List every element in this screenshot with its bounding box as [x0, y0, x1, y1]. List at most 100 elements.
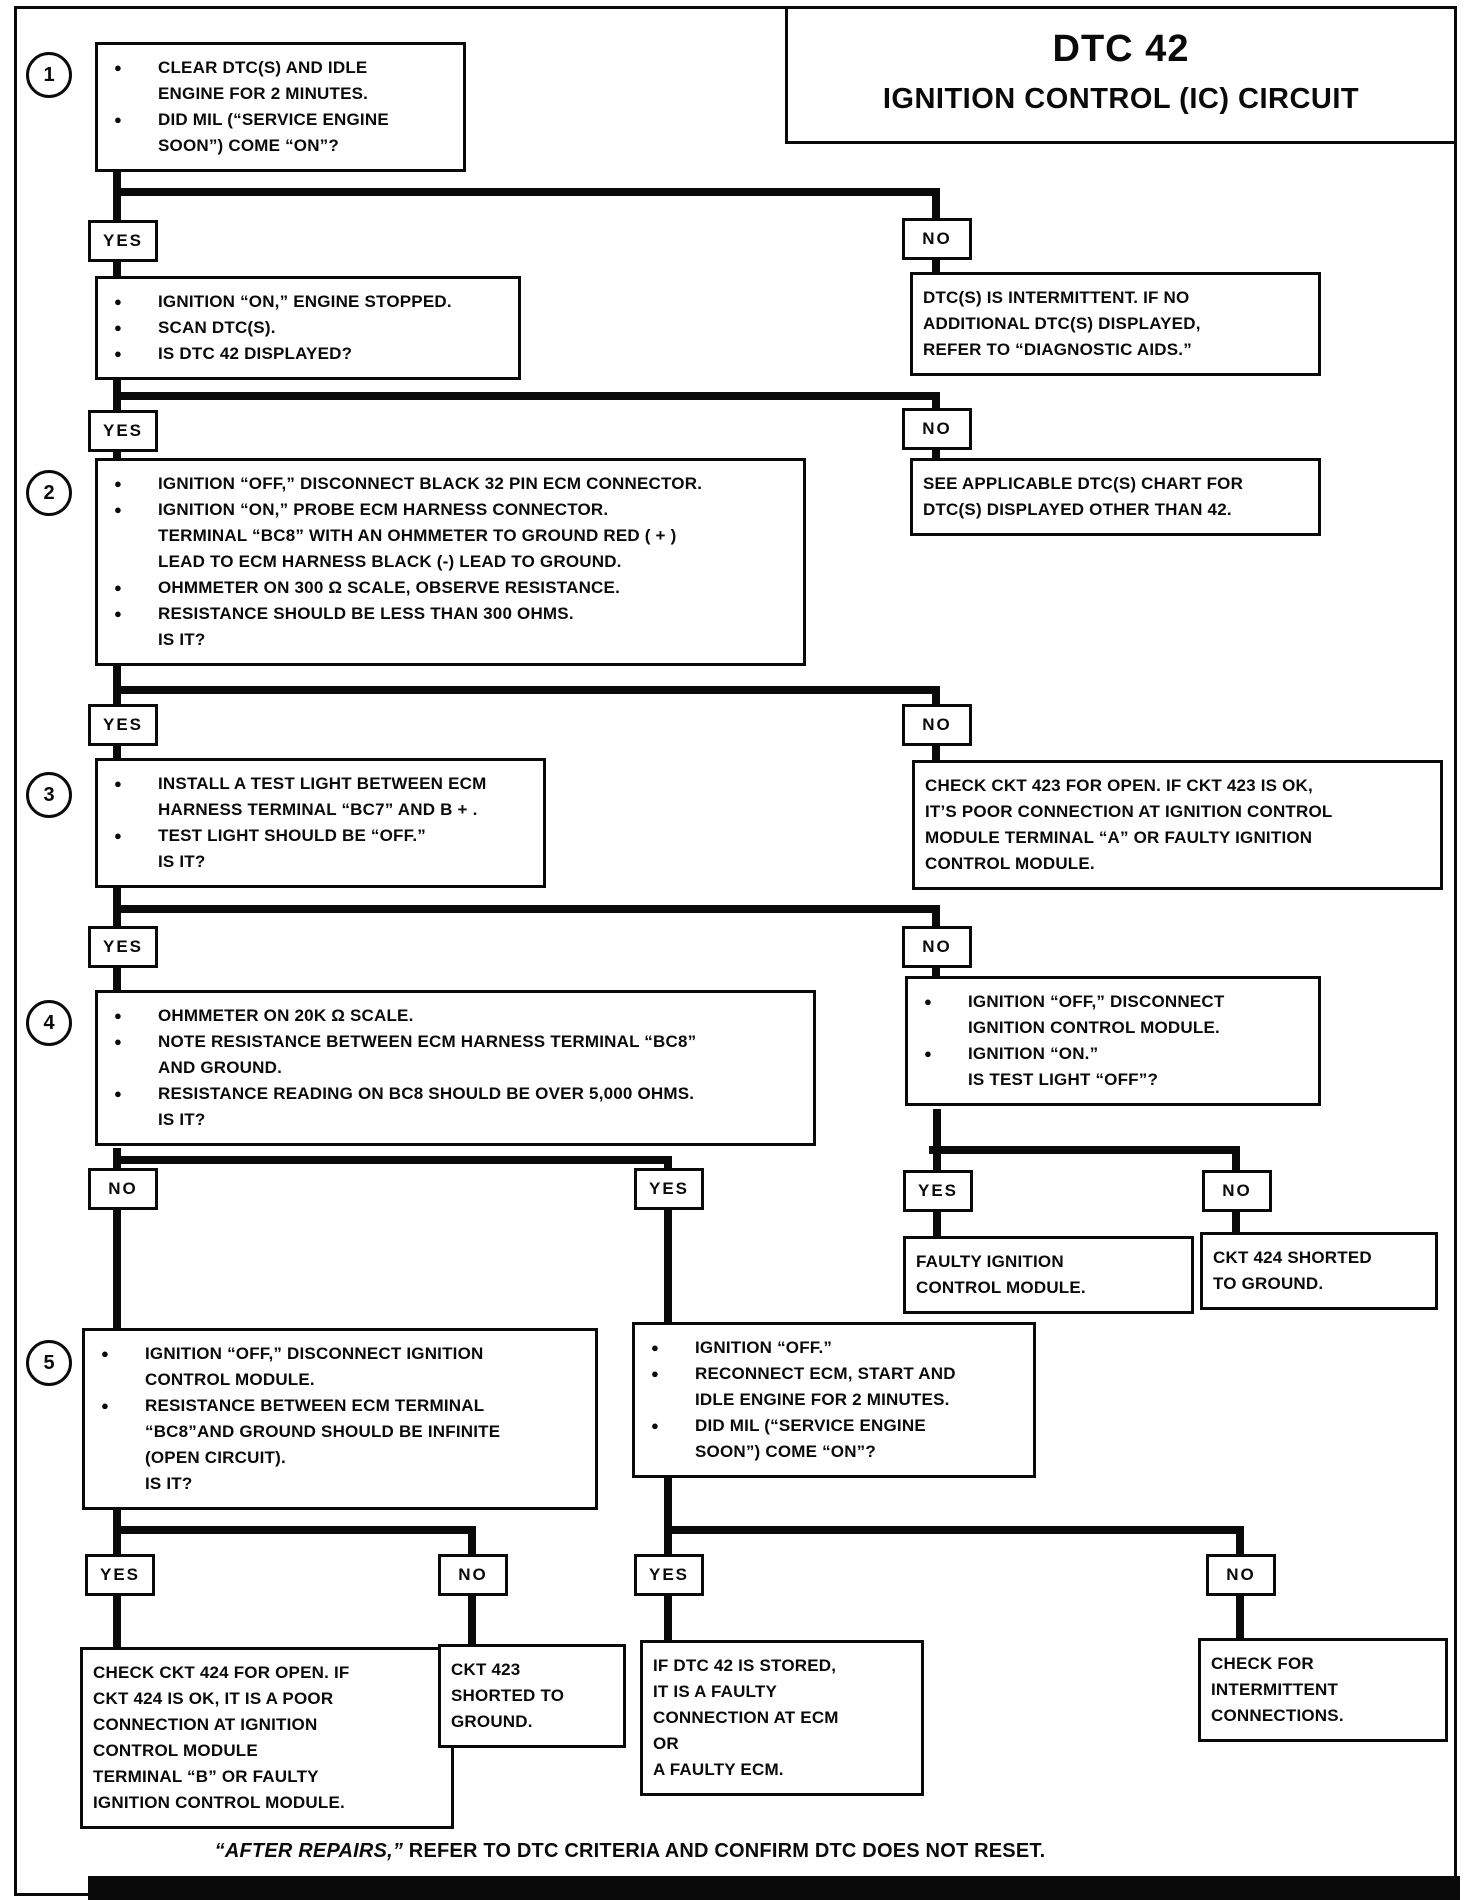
flow-box-step2: ● IGNITION “OFF,” DISCONNECT BLACK 32 PIN…	[95, 458, 806, 666]
flow-box-step4: ●OHMMETER ON 20K Ω SCALE.●NOTE RESISTANC…	[95, 990, 816, 1146]
connector-line	[113, 686, 940, 694]
line-text: IGNITION “OFF,” DISCONNECT BLACK 32 PIN …	[158, 474, 703, 493]
bullet-line: ●NOTE RESISTANCE BETWEEN ECM HARNESS TER…	[108, 1029, 803, 1081]
line-text: DID MIL (“SERVICE ENGINE SOON”) COME “ON…	[695, 1416, 926, 1461]
line-text: IGNITION “OFF,” DISCONNECT IGNITION CONT…	[968, 992, 1225, 1037]
line-text: CKT 423 SHORTED TO GROUND.	[451, 1660, 565, 1731]
line-text: IS DTC 42 DISPLAYED?	[158, 344, 353, 363]
footer-note-rest: REFER TO DTC CRITERIA AND CONFIRM DTC DO…	[403, 1840, 1046, 1862]
flow-box-step3-no: CHECK CKT 423 FOR OPEN. IF CKT 423 IS OK…	[912, 760, 1443, 890]
connector-line	[113, 188, 940, 196]
line-text: DTC(S) IS INTERMITTENT. IF NO ADDITIONAL…	[923, 288, 1201, 359]
flow-box-ckt424-open: CHECK CKT 424 FOR OPEN. IF CKT 424 IS OK…	[80, 1647, 454, 1829]
bullet-line: ● DID MIL (“SERVICE ENGINE SOON”) COME “O…	[645, 1413, 1023, 1465]
flow-box-step1: ● CLEAR DTC(S) AND IDLE ENGINE FOR 2 MINU…	[95, 42, 466, 172]
bottom-bar	[88, 1876, 1460, 1900]
yes-branch-label: YES	[88, 926, 158, 968]
no-branch-label: NO	[902, 408, 972, 450]
line-text: SEE APPLICABLE DTC(S) CHART FOR DTC(S) D…	[923, 474, 1244, 519]
yes-branch-label: YES	[88, 704, 158, 746]
bullet-icon: ●	[114, 606, 123, 621]
line-text: DID MIL (“SERVICE ENGINE SOON”) COME “ON…	[158, 110, 389, 155]
yes-branch-label: YES	[634, 1168, 704, 1210]
connector-line	[113, 905, 940, 913]
text-line: DTC(S) IS INTERMITTENT. IF NO ADDITIONAL…	[923, 285, 1308, 363]
bullet-line: ● IGNITION “ON,” ENGINE STOPPED.	[108, 289, 508, 315]
connector-line	[664, 1156, 672, 1326]
flow-box-step1-yes: ● IGNITION “ON,” ENGINE STOPPED. ● SCAN DTC…	[95, 276, 521, 380]
flow-box-faulty-ecm: IF DTC 42 IS STORED, IT IS A FAULTY CONN…	[640, 1640, 924, 1796]
bullet-line: ● RESISTANCE BETWEEN ECM TERMINAL “BC8”AN…	[95, 1393, 585, 1497]
bullet-icon: ●	[114, 112, 123, 127]
bullet-icon: ●	[101, 1398, 110, 1413]
line-text: CLEAR DTC(S) AND IDLE ENGINE FOR 2 MINUT…	[158, 58, 369, 103]
no-branch-label: NO	[902, 926, 972, 968]
line-text: RECONNECT ECM, START AND IDLE ENGINE FOR…	[695, 1364, 956, 1409]
connector-line	[113, 1148, 121, 1332]
step-1-marker: 1	[26, 52, 72, 98]
line-text: NOTE RESISTANCE BETWEEN ECM HARNESS TERM…	[158, 1032, 697, 1077]
flow-box-ckt423-shorted: CKT 423 SHORTED TO GROUND.	[438, 1644, 626, 1748]
line-text: TEST LIGHT SHOULD BE “OFF.” IS IT?	[158, 826, 426, 871]
line-text: IF DTC 42 IS STORED, IT IS A FAULTY CONN…	[653, 1656, 839, 1779]
step-5-marker: 5	[26, 1340, 72, 1386]
bullet-line: ● IS DTC 42 DISPLAYED?	[108, 341, 508, 367]
step-3-marker: 3	[26, 772, 72, 818]
flow-box-step1-no: DTC(S) IS INTERMITTENT. IF NO ADDITIONAL…	[910, 272, 1321, 376]
line-text: RESISTANCE SHOULD BE LESS THAN 300 OHMS.…	[158, 604, 574, 649]
connector-line	[113, 158, 121, 280]
chart-title-box: DTC 42 IGNITION CONTROL (IC) CIRCUIT	[785, 6, 1457, 144]
connector-line	[113, 1156, 672, 1164]
bullet-icon: ●	[114, 1086, 123, 1101]
line-text: IGNITION “ON,” ENGINE STOPPED.	[158, 292, 452, 311]
bullet-icon: ●	[101, 1346, 110, 1361]
flow-box-check-intermittent: CHECK FOR INTERMITTENT CONNECTIONS.	[1198, 1638, 1448, 1742]
line-text: CHECK FOR INTERMITTENT CONNECTIONS.	[1211, 1654, 1344, 1725]
bullet-icon: ●	[114, 502, 123, 517]
bullet-icon: ●	[924, 994, 933, 1009]
chart-subtitle: IGNITION CONTROL (IC) CIRCUIT	[882, 83, 1360, 115]
flow-box-faulty-icm: FAULTY IGNITION CONTROL MODULE.	[903, 1236, 1194, 1314]
text-line: CKT 424 SHORTED TO GROUND.	[1213, 1245, 1425, 1297]
bullet-icon: ●	[114, 476, 123, 491]
flow-box-step3: ●INSTALL A TEST LIGHT BETWEEN ECM HARNES…	[95, 758, 546, 888]
no-branch-label: NO	[438, 1554, 508, 1596]
no-branch-label: NO	[1206, 1554, 1276, 1596]
bullet-icon: ●	[114, 294, 123, 309]
bullet-icon: ●	[114, 1008, 123, 1023]
bullet-icon: ●	[651, 1340, 660, 1355]
text-line: IF DTC 42 IS STORED, IT IS A FAULTY CONN…	[653, 1653, 911, 1783]
bullet-line: ● IGNITION “OFF.”	[645, 1335, 1023, 1361]
line-text: IGNITION “OFF.”	[695, 1338, 833, 1357]
line-text: OHMMETER ON 20K Ω SCALE.	[158, 1006, 414, 1025]
bullet-icon: ●	[114, 776, 123, 791]
line-text: IGNITION “ON,” PROBE ECM HARNESS CONNECT…	[158, 500, 677, 571]
line-text: IGNITION “ON.” IS TEST LIGHT “OFF”?	[968, 1044, 1159, 1089]
text-line: FAULTY IGNITION CONTROL MODULE.	[916, 1249, 1181, 1301]
flow-box-step5: ●IGNITION “OFF,” DISCONNECT IGNITION CON…	[82, 1328, 598, 1510]
footer-note-italic: “AFTER REPAIRS,”	[214, 1840, 404, 1862]
bullet-icon: ●	[114, 60, 123, 75]
line-text: RESISTANCE BETWEEN ECM TERMINAL “BC8”AND…	[145, 1396, 501, 1493]
connector-line	[113, 1526, 476, 1534]
bullet-line: ● DID MIL (“SERVICE ENGINE SOON”) COME “O…	[108, 107, 453, 159]
no-branch-label: NO	[902, 704, 972, 746]
bullet-icon: ●	[651, 1418, 660, 1433]
no-branch-label: NO	[902, 218, 972, 260]
bullet-line: ●RESISTANCE READING ON BC8 SHOULD BE OVE…	[108, 1081, 803, 1133]
bullet-line: ● SCAN DTC(S).	[108, 315, 508, 341]
bullet-line: ● IGNITION “OFF,” DISCONNECT BLACK 32 PIN…	[108, 471, 793, 497]
bullet-line: ●RECONNECT ECM, START AND IDLE ENGINE FO…	[645, 1361, 1023, 1413]
bullet-icon: ●	[114, 320, 123, 335]
bullet-icon: ●	[114, 346, 123, 361]
chart-title: DTC 42	[1052, 28, 1190, 70]
text-line: CHECK CKT 424 FOR OPEN. IF CKT 424 IS OK…	[93, 1660, 441, 1816]
bullet-line: ● OHMMETER ON 20K Ω SCALE.	[108, 1003, 803, 1029]
line-text: CKT 424 SHORTED TO GROUND.	[1213, 1248, 1372, 1293]
flow-box-ckt424-shorted: CKT 424 SHORTED TO GROUND.	[1200, 1232, 1438, 1310]
bullet-line: ● IGNITION “ON,” PROBE ECM HARNESS CONNEC…	[108, 497, 793, 575]
connector-line	[664, 1526, 1244, 1534]
line-text: FAULTY IGNITION CONTROL MODULE.	[916, 1252, 1086, 1297]
line-text: SCAN DTC(S).	[158, 318, 276, 337]
yes-branch-label: YES	[85, 1554, 155, 1596]
